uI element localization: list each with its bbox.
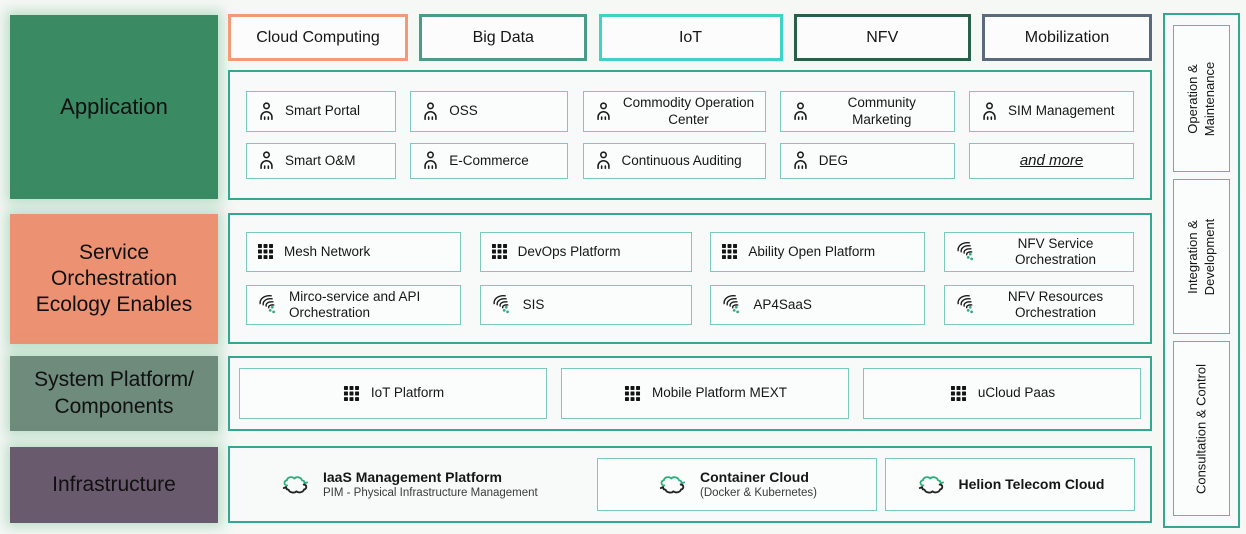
category-iot: IoT [598,14,783,61]
app-item-label: and more [1019,151,1084,169]
right-item-label: Integration & Development [1184,218,1217,295]
svc-item-ap4saas: AP4SaaS [710,285,926,326]
application-panel: Smart Portal OSS Commodity Operation Cen… [228,70,1152,200]
svc-item-ability-open-platform: Ability Open Platform [710,231,926,272]
category-mobilization: Mobilization [982,14,1152,61]
app-item-label: Community Marketing [847,95,916,127]
right-item-label: Operation & Maintenance [1184,61,1217,136]
svc-item-label: Mesh Network [284,243,371,259]
person-icon [593,150,614,171]
cloud-sync-icon [657,473,688,497]
cloud-sync-icon [280,473,311,497]
person-icon [256,150,277,171]
right-item-consultation-control: Consultation & Control [1173,341,1230,516]
svc-item-label: Ability Open Platform [748,243,876,259]
inf-item-text: Helion Telecom Cloud [959,476,1105,494]
app-item-community-marketing: Community Marketing [779,91,955,132]
cloud-sync-icon [916,473,947,497]
sys-item-ucloud-paas: uCloud Paas [863,368,1141,419]
inf-item-container-cloud: Container Cloud (Docker & Kubernetes) [597,458,877,511]
right-item-integration-development: Integration & Development [1173,179,1230,334]
top-category-row: Cloud Computing Big Data IoT NFV Mobiliz… [228,14,1152,61]
app-item-label: E-Commerce [449,152,529,168]
category-big-data: Big Data [419,14,588,61]
system-platform-panel: IoT Platform Mobile Platform MEXT uCloud… [228,356,1152,431]
svc-item-microservice-api-orchestration: Mirco-service and API Orchestration [246,285,461,326]
app-item-and-more: and more [969,142,1134,179]
app-item-commodity-operation-center: Commodity Operation Center [582,91,766,132]
category-cloud-computing: Cloud Computing [228,14,408,61]
person-icon [420,150,441,171]
section-infrastructure: Infrastructure [10,447,218,523]
app-item-smart-oandm: Smart O&M [246,142,396,179]
inf-item-text: Container Cloud (Docker & Kubernetes) [700,469,817,501]
swirl-icon [720,293,744,317]
swirl-icon [490,293,514,317]
inf-item-text: IaaS Management Platform PIM - Physical … [323,469,538,501]
section-service-orchestration: Service Orchestration Ecology Enables [10,214,218,344]
app-item-continuous-auditing: Continuous Auditing [582,142,766,179]
grid-icon [623,384,642,403]
sys-item-label: IoT Platform [370,385,445,401]
svc-item-label: AP4SaaS [753,297,812,313]
inf-item-label: Helion Telecom Cloud [958,475,1105,492]
app-item-label: Smart Portal [285,103,361,119]
grid-icon [256,242,275,261]
app-item-label: SIM Management [1008,103,1115,119]
grid-icon [342,384,361,403]
svc-item-sis: SIS [479,285,692,326]
sys-item-label: uCloud Paas [977,385,1056,401]
inf-item-sublabel: (Docker & Kubernetes) [700,487,817,500]
svc-item-nfv-service-orchestration: NFV Service Orchestration [943,231,1134,272]
right-item-label: Consultation & Control [1193,363,1209,494]
svc-item-label: DevOps Platform [517,243,621,259]
grid-icon [720,242,739,261]
svc-item-label: NFV Resources Orchestration [1007,289,1104,321]
sys-item-mobile-platform-mext: Mobile Platform MEXT [561,368,849,419]
right-services-panel: Operation & Maintenance Integration & De… [1163,13,1240,528]
section-system-platform: System Platform/ Components [10,356,218,431]
app-item-sim-management: SIM Management [969,91,1134,132]
app-item-label: Commodity Operation Center [622,95,755,127]
inf-item-label: Container Cloud [700,468,809,485]
svc-item-label: SIS [522,297,545,313]
app-item-label: Continuous Auditing [621,152,742,168]
person-icon [256,101,277,122]
app-item-deg: DEG [779,142,955,179]
right-item-operation-maintenance: Operation & Maintenance [1173,25,1230,172]
person-icon [790,150,811,171]
app-item-label: OSS [449,103,478,119]
inf-item-sublabel: PIM - Physical Infrastructure Management [323,487,538,500]
inf-item-helion-telecom-cloud: Helion Telecom Cloud [885,458,1135,511]
person-icon [979,101,1000,122]
person-icon [790,101,811,122]
svc-item-nfv-resources-orchestration: NFV Resources Orchestration [943,285,1134,326]
svc-item-devops-platform: DevOps Platform [479,231,692,272]
grid-icon [949,384,968,403]
sys-item-iot-platform: IoT Platform [239,368,547,419]
grid-icon [490,242,509,261]
person-icon [420,101,441,122]
swirl-icon [256,293,280,317]
section-application: Application [10,15,218,199]
svc-item-mesh-network: Mesh Network [246,231,461,272]
svc-item-label: NFV Service Orchestration [1014,235,1096,267]
inf-item-label: IaaS Management Platform [323,468,502,485]
person-icon [593,101,614,122]
app-item-label: DEG [818,152,849,168]
category-nfv: NFV [793,14,971,61]
infrastructure-panel: IaaS Management Platform PIM - Physical … [228,446,1152,523]
swirl-icon [954,293,978,317]
swirl-icon [954,240,978,264]
app-item-smart-portal: Smart Portal [246,91,396,132]
sys-item-label: Mobile Platform MEXT [651,385,788,401]
app-item-label: Smart O&M [285,152,356,168]
inf-item-iaas-management: IaaS Management Platform PIM - Physical … [280,469,555,501]
svc-item-label: Mirco-service and API Orchestration [289,289,421,321]
app-item-e-commerce: E-Commerce [410,142,569,179]
service-orchestration-panel: Mesh Network DevOps Platform Ability Ope… [228,213,1152,344]
app-item-oss: OSS [410,91,569,132]
